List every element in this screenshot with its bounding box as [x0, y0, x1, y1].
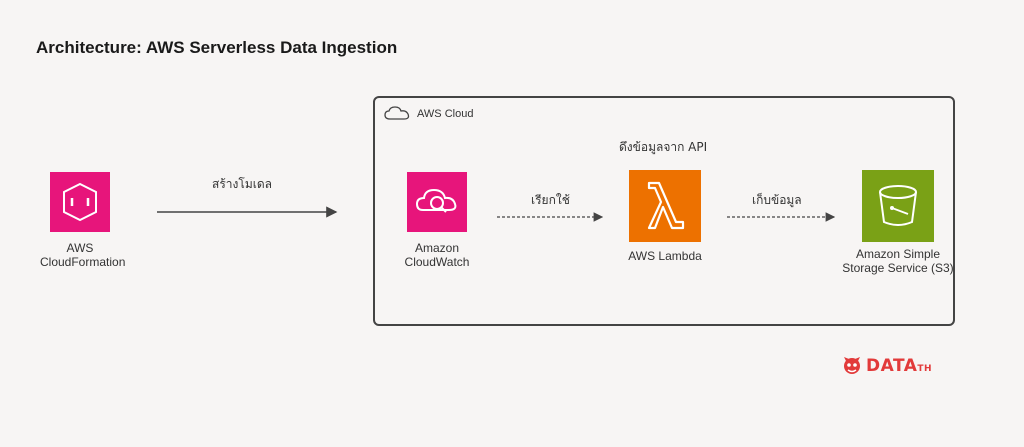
datath-logo: DATATH — [842, 355, 932, 377]
cloud-icon — [384, 106, 410, 120]
lambda-icon — [629, 170, 701, 242]
datath-logo-text: DATATH — [866, 356, 933, 376]
cloudformation-label: AWS CloudFormation — [40, 241, 126, 269]
datath-mascot-icon — [844, 357, 860, 374]
s3-label: Amazon Simple Storage Service (S3) — [842, 247, 954, 275]
node-cloudformation[interactable]: AWS CloudFormation — [20, 172, 140, 269]
cloudwatch-icon — [407, 172, 467, 232]
node-lambda[interactable]: AWS Lambda — [610, 170, 720, 263]
node-cloudwatch[interactable]: Amazon CloudWatch — [382, 172, 492, 269]
edge-label-store-data: เก็บข้อมูล — [752, 193, 802, 207]
edge-label-invoke: เรียกใช้ — [531, 193, 570, 207]
aws-cloud-group: AWS Cloud — [373, 96, 955, 326]
diagram-title: Architecture: AWS Serverless Data Ingest… — [36, 38, 398, 57]
s3-icon — [862, 170, 934, 242]
cloudwatch-label: Amazon CloudWatch — [404, 241, 470, 269]
edge-label-fetch-api: ดึงข้อมูลจาก API — [619, 140, 708, 154]
lambda-label: AWS Lambda — [628, 249, 702, 263]
aws-cloud-label: AWS Cloud — [417, 108, 474, 120]
edge-label-create-model: สร้างโมเดล — [212, 177, 272, 191]
cloudformation-icon — [50, 172, 110, 232]
node-s3[interactable]: Amazon Simple Storage Service (S3) — [836, 170, 960, 275]
